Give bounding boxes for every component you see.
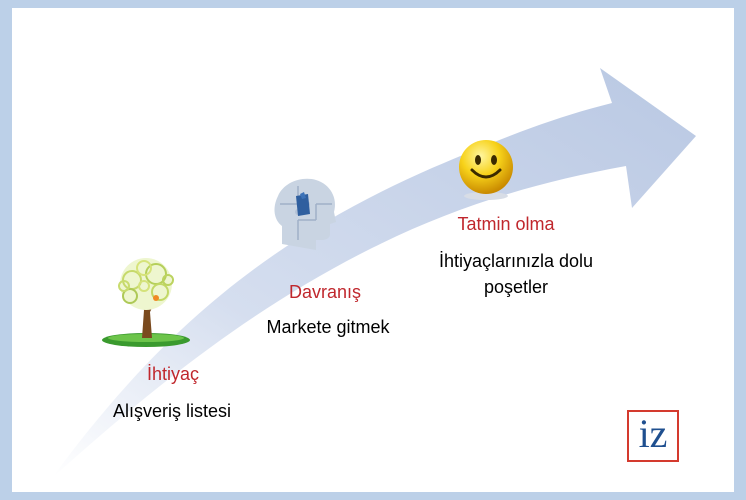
smiley-icon <box>459 140 513 200</box>
stage-1-title: İhtiyaç <box>146 364 200 384</box>
tree-icon <box>102 258 190 347</box>
iz-logo: iz <box>627 410 679 462</box>
stage-3-description: İhtiyaçlarınızla dolu poşetler <box>438 251 594 297</box>
stage-2-description: Markete gitmek <box>266 317 390 337</box>
stage-2-title: Davranış <box>288 282 362 302</box>
stage-3-title: Tatmin olma <box>457 214 555 234</box>
iz-logo-text: iz <box>638 411 668 456</box>
stage-1-description: Alışveriş listesi <box>112 401 232 421</box>
puzzle-head-icon <box>274 178 336 250</box>
growth-arrow <box>52 68 696 478</box>
slide: İhtiyaç Alışveriş listesi Davranış Marke… <box>12 8 734 492</box>
